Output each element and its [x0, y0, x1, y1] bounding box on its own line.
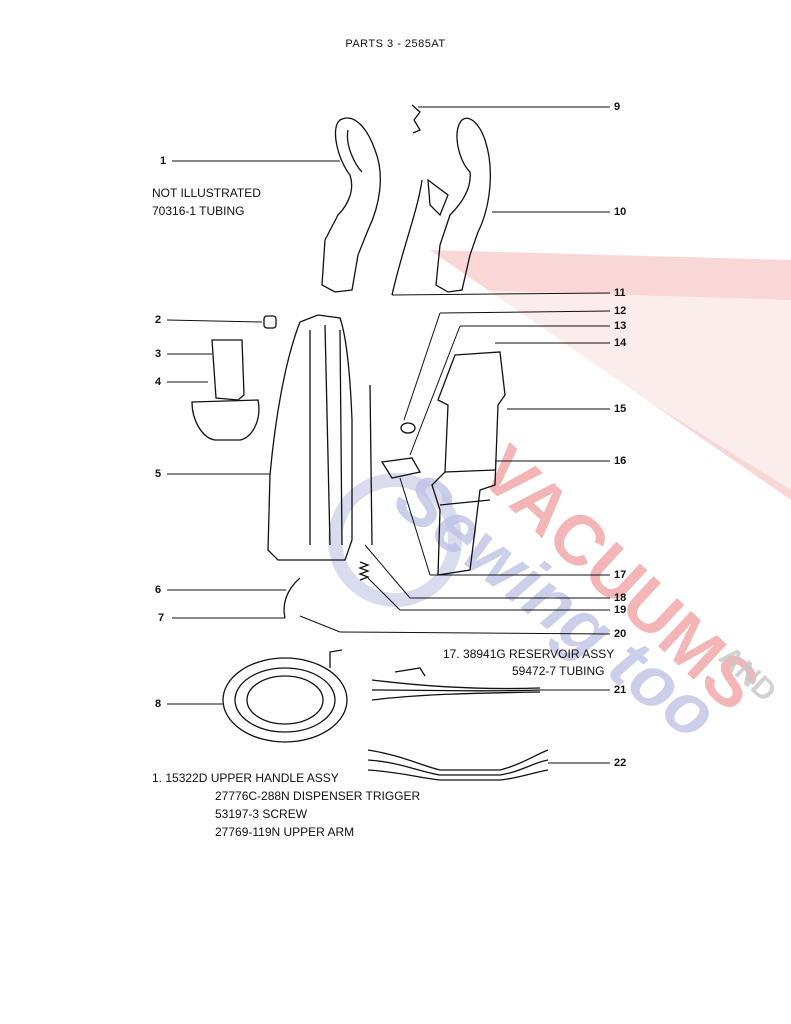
note-1-line4: 27769-119N UPPER ARM [215, 825, 355, 839]
callout-17: 17 [614, 569, 627, 581]
leader-19 [367, 577, 401, 611]
callout-10: 10 [614, 206, 627, 218]
page-title: PARTS 3 - 2585AT [345, 38, 446, 50]
part-21-wire-harness [371, 667, 541, 701]
part-8-coiled-cord [222, 649, 348, 743]
callout-5: 5 [155, 468, 162, 480]
callout-8: 8 [155, 698, 162, 710]
callout-20: 20 [614, 628, 627, 640]
leader-2 [166, 319, 263, 323]
note-1-line3: 53197-3 SCREW [215, 807, 308, 821]
part-upper-handle [321, 117, 381, 293]
leader-11 [391, 292, 611, 296]
watermark-blue-circle [328, 473, 462, 607]
note-17-line2: 59472-7 TUBING [512, 664, 605, 678]
callout-12: 12 [614, 305, 627, 317]
note-1-line2: 27776C-288N DISPENSER TRIGGER [215, 789, 421, 803]
watermark-red-triangle-inner [470, 290, 791, 490]
leader-18 [364, 544, 411, 599]
part-16-reservoir-frame [431, 351, 506, 576]
part-11-tube [391, 179, 423, 296]
callout-7: 7 [158, 612, 165, 624]
callout-3: 3 [155, 348, 162, 360]
callout-22: 22 [614, 757, 627, 769]
callout-13: 13 [614, 320, 627, 332]
callout-4: 4 [155, 376, 162, 388]
leader-17 [399, 477, 431, 576]
not-illustrated-line: 70316-1 TUBING [152, 204, 245, 218]
part-3-bracket [211, 339, 245, 401]
callout-15: 15 [614, 403, 627, 415]
part-2-knob [263, 315, 277, 329]
part-6-tube [283, 577, 301, 619]
part-17-plate [380, 457, 422, 479]
part-9-clip [411, 104, 421, 134]
part-handle-assembly [435, 117, 491, 293]
callout-2: 2 [155, 314, 162, 326]
note-17-line1: 17. 38941G RESERVOIR ASSY [443, 647, 615, 661]
callout-1: 1 [160, 155, 167, 167]
callout-16: 16 [614, 455, 627, 467]
part-22-wire-bundle [367, 749, 549, 781]
leader-12 [439, 310, 611, 314]
leader-20 [299, 615, 341, 633]
callout-19: 19 [614, 604, 627, 616]
part-5-body-housing [267, 314, 353, 561]
callout-21: 21 [614, 684, 627, 696]
note-1-line1: 1. 15322D UPPER HANDLE ASSY [152, 771, 339, 785]
callout-11: 11 [614, 287, 626, 299]
part-4-base [191, 399, 260, 441]
not-illustrated-heading: NOT ILLUSTRATED [152, 186, 261, 200]
callout-14: 14 [614, 337, 627, 349]
part-18-spring [358, 561, 370, 581]
callout-6: 6 [155, 584, 162, 596]
callout-18: 18 [614, 592, 627, 604]
callout-9: 9 [614, 101, 621, 113]
